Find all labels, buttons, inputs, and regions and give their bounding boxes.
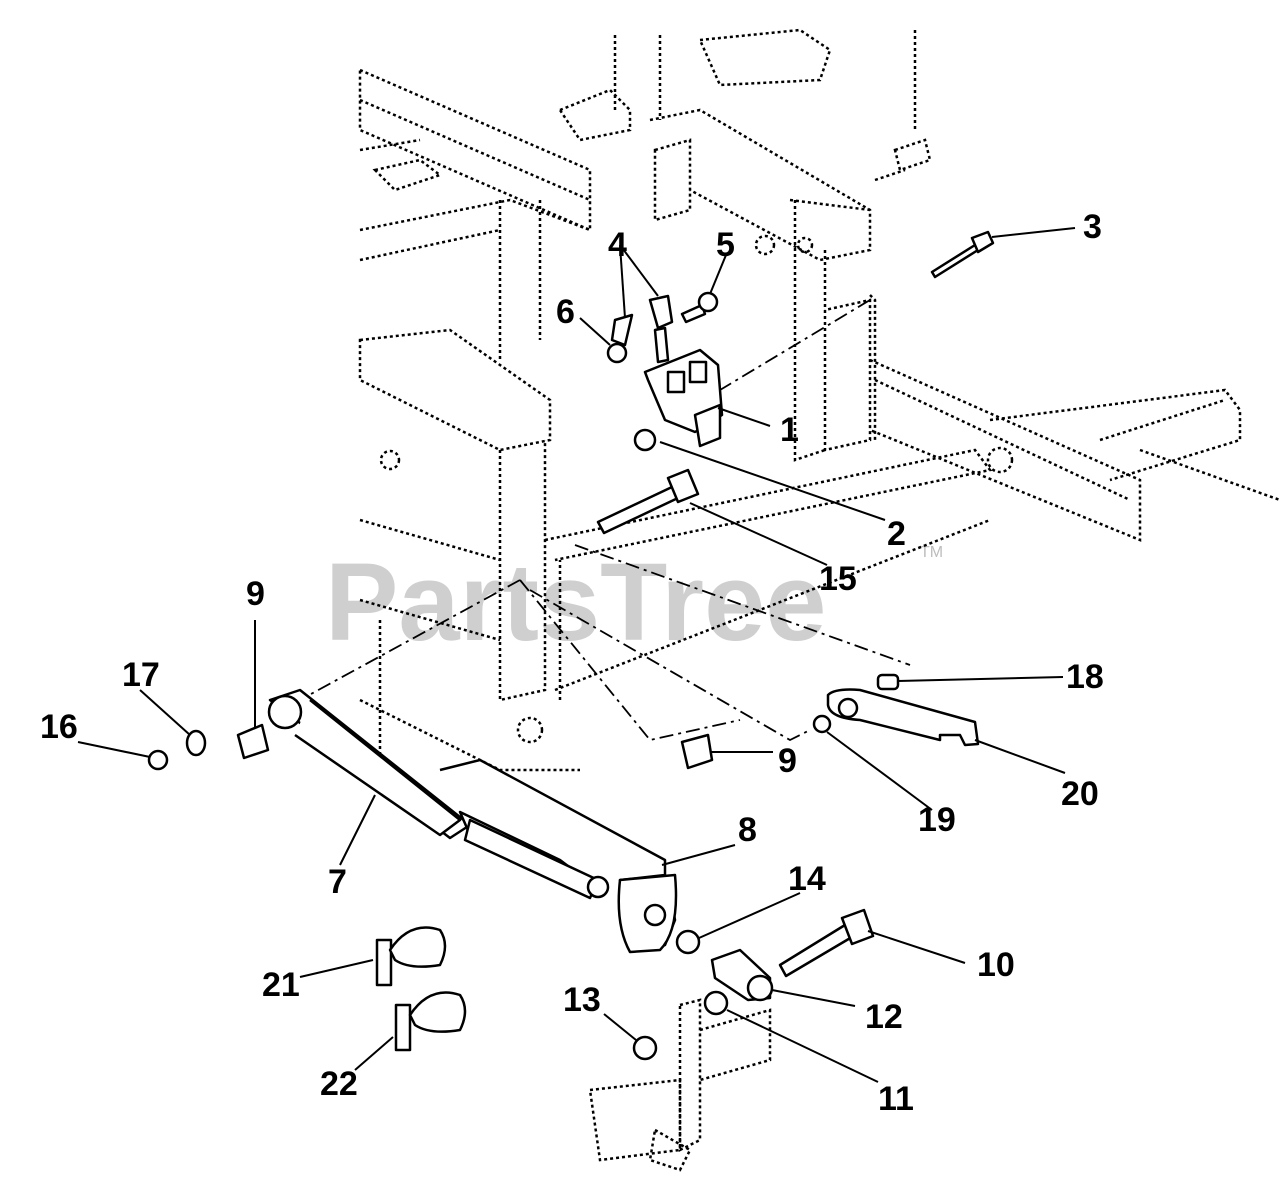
assembly-lines bbox=[299, 299, 911, 742]
callout-21: 21 bbox=[262, 966, 300, 1004]
part-valve-1 bbox=[643, 326, 724, 448]
callout-12: 12 bbox=[865, 998, 903, 1036]
part-bracket-8 bbox=[439, 758, 678, 954]
callout-6: 6 bbox=[556, 293, 575, 331]
callout-9-left: 9 bbox=[246, 575, 265, 613]
callout-20: 20 bbox=[1061, 775, 1099, 813]
callout-15: 15 bbox=[819, 560, 857, 598]
part-washer-11 bbox=[703, 990, 729, 1016]
part-nut-2 bbox=[633, 428, 657, 452]
part-nut-13 bbox=[632, 1035, 658, 1061]
callout-1: 1 bbox=[780, 411, 799, 449]
part-washer-19 bbox=[812, 714, 832, 734]
part-bolt-3 bbox=[930, 230, 995, 279]
part-links-4 bbox=[610, 294, 674, 347]
part-bolt-5 bbox=[680, 291, 719, 324]
callout-18: 18 bbox=[1066, 658, 1104, 696]
callout-3: 3 bbox=[1083, 208, 1102, 246]
callout-14: 14 bbox=[788, 860, 826, 898]
callout-13: 13 bbox=[563, 981, 601, 1019]
callout-4: 4 bbox=[608, 226, 627, 264]
callout-9-right: 9 bbox=[778, 742, 797, 780]
callout-7: 7 bbox=[328, 863, 347, 901]
part-bolt-10 bbox=[778, 908, 875, 978]
part-nut-16 bbox=[147, 749, 169, 771]
part-spacer-18 bbox=[876, 673, 900, 691]
part-clip-21 bbox=[375, 926, 447, 987]
callouts: 1 2 3 4 5 6 7 8 9 9 10 11 12 13 14 15 16… bbox=[40, 208, 1104, 1118]
callout-22: 22 bbox=[320, 1065, 358, 1103]
watermark-text: PartsTree bbox=[325, 541, 826, 664]
part-rod-end-12 bbox=[710, 948, 774, 1002]
tractor-frame bbox=[358, 28, 1280, 1172]
callout-5: 5 bbox=[716, 226, 735, 264]
callout-16: 16 bbox=[40, 708, 78, 746]
callout-17: 17 bbox=[122, 656, 160, 694]
part-bushing-9a bbox=[236, 723, 270, 760]
callout-8: 8 bbox=[738, 811, 757, 849]
watermark-trademark: TM bbox=[920, 544, 943, 561]
callout-10: 10 bbox=[977, 946, 1015, 984]
part-clip-22 bbox=[394, 991, 467, 1052]
part-cylinder-7 bbox=[267, 688, 610, 900]
part-nut-6 bbox=[606, 342, 628, 364]
part-bushing-9b bbox=[680, 733, 714, 770]
callout-19: 19 bbox=[918, 801, 956, 839]
part-nut-14 bbox=[675, 929, 701, 955]
callout-2: 2 bbox=[887, 515, 906, 553]
leader-lines bbox=[77, 227, 1076, 1083]
parts bbox=[147, 230, 995, 1061]
callout-11: 11 bbox=[878, 1080, 914, 1118]
part-arm-20 bbox=[826, 688, 980, 747]
part-bolt-15 bbox=[596, 468, 700, 535]
part-washer-17 bbox=[185, 729, 207, 757]
